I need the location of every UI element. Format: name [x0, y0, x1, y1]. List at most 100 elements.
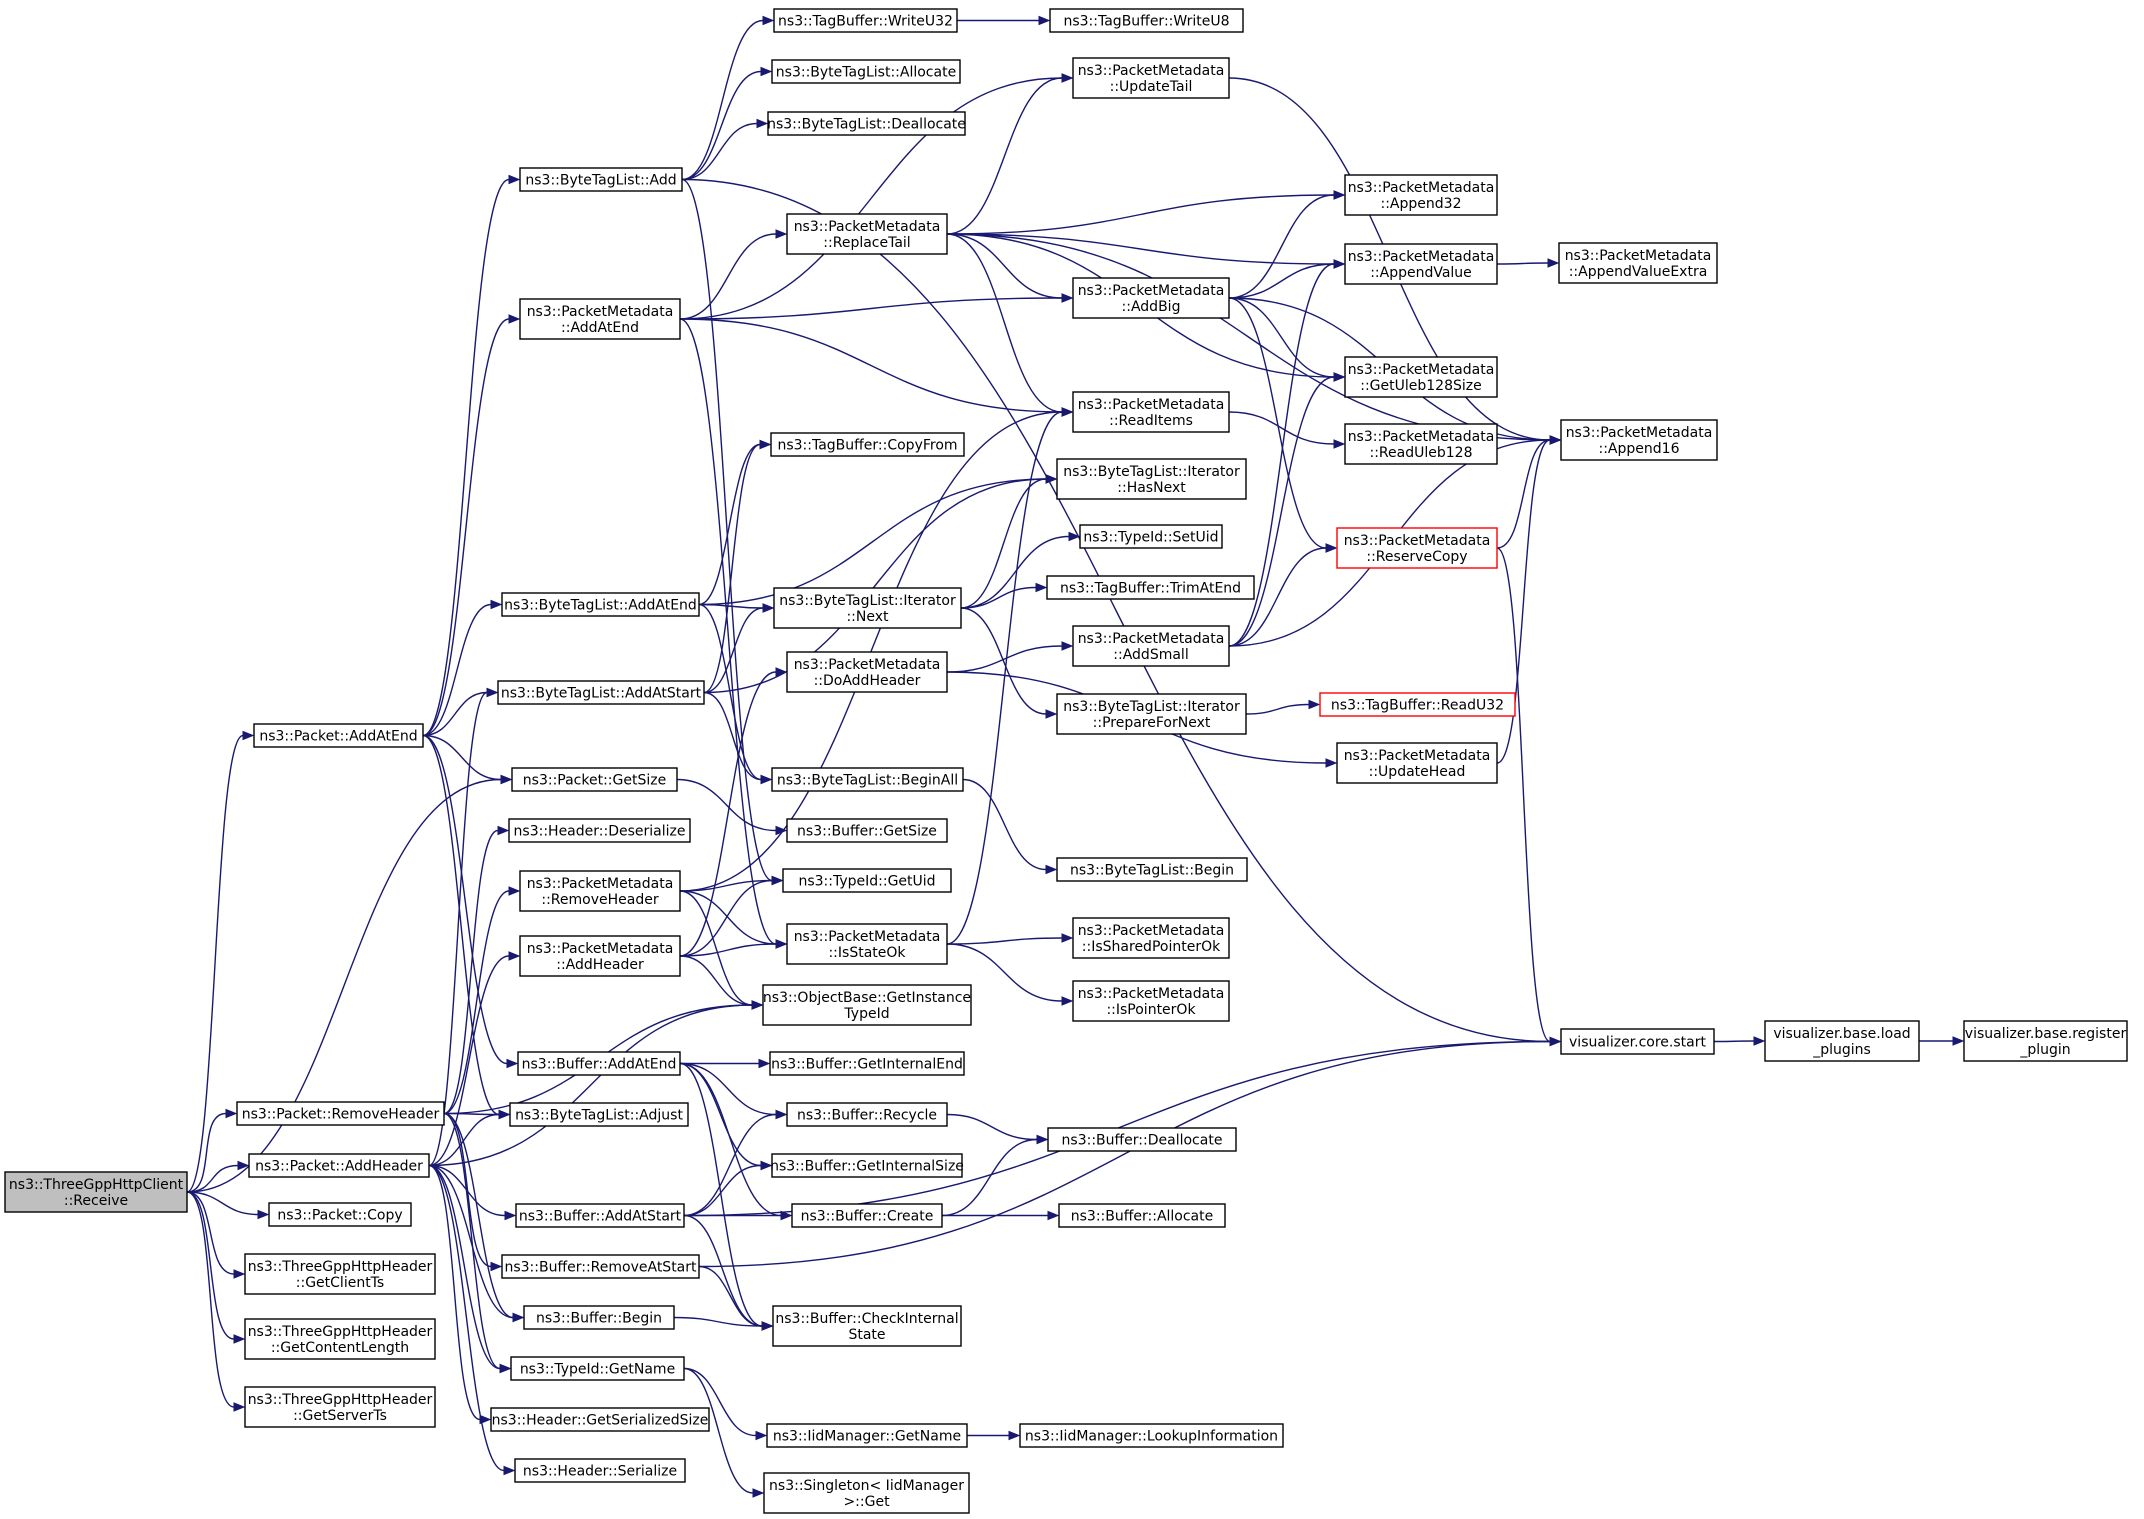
- node-pm-replacetail[interactable]: ns3::PacketMetadata::ReplaceTail: [786, 213, 948, 255]
- node-hdr-getserializedsize[interactable]: ns3::Header::GetSerializedSize: [490, 1407, 710, 1432]
- node-btli-next[interactable]: ns3::ByteTagList::Iterator::Next: [773, 587, 962, 629]
- edge-line: [443, 890, 510, 1115]
- node-buf-getsize[interactable]: ns3::Buffer::GetSize: [786, 818, 948, 843]
- node-hdr-serialize[interactable]: ns3::Header::Serialize: [514, 1458, 686, 1483]
- node-pm-doaddheader[interactable]: ns3::PacketMetadata::DoAddHeader: [786, 651, 948, 693]
- node-box: [770, 432, 965, 457]
- node-tb-writeu32[interactable]: ns3::TagBuffer::WriteU32: [773, 8, 958, 33]
- node-box: [248, 1153, 430, 1178]
- node-pkt-addheader[interactable]: ns3::Packet::AddHeader: [248, 1153, 430, 1178]
- node-hdr-deserialize[interactable]: ns3::Header::Deserialize: [508, 818, 691, 843]
- node-pm-addsmall[interactable]: ns3::PacketMetadata::AddSmall: [1072, 625, 1230, 667]
- node-tid-getuid[interactable]: ns3::TypeId::GetUid: [782, 868, 952, 893]
- node-buf-getinternalsize[interactable]: ns3::Buffer::GetInternalSize: [770, 1153, 964, 1178]
- edge-line: [703, 607, 764, 694]
- node-buf-addatstart[interactable]: ns3::Buffer::AddAtStart: [515, 1203, 685, 1228]
- edge-btl-addatstart-to-tb-copyfrom: [703, 439, 772, 694]
- node-pm-updatetail[interactable]: ns3::PacketMetadata::UpdateTail: [1072, 57, 1230, 99]
- node-tid-setuid[interactable]: ns3::TypeId::SetUid: [1079, 524, 1223, 549]
- node-label: ns3::ThreeGppHttpClient: [9, 1177, 184, 1193]
- node-box: [510, 1356, 685, 1381]
- node-buf-removeatstart[interactable]: ns3::Buffer::RemoveAtStart: [501, 1254, 700, 1279]
- edge-line: [679, 879, 773, 892]
- edge-line: [679, 318, 1063, 413]
- node-label: TypeId: [843, 1006, 889, 1022]
- node-singleton-get[interactable]: ns3::Singleton< IidManager>::Get: [763, 1472, 970, 1514]
- node-iid-getname[interactable]: ns3::IidManager::GetName: [766, 1423, 968, 1448]
- node-pkt-removeheader[interactable]: ns3::Packet::RemoveHeader: [236, 1101, 445, 1126]
- node-vis-core-start[interactable]: visualizer.core.start: [1560, 1028, 1715, 1055]
- node-buf-deallocate[interactable]: ns3::Buffer::Deallocate: [1047, 1127, 1237, 1152]
- node-pm-readuleb128[interactable]: ns3::PacketMetadata::ReadUleb128: [1344, 423, 1498, 465]
- node-pm-isstateok[interactable]: ns3::PacketMetadata::IsStateOk: [786, 923, 948, 965]
- node-tb-readu32[interactable]: ns3::TagBuffer::ReadU32: [1319, 692, 1516, 717]
- node-buf-allocate[interactable]: ns3::Buffer::Allocate: [1058, 1203, 1226, 1228]
- node-btl-addatend[interactable]: ns3::ByteTagList::AddAtEnd: [501, 592, 700, 617]
- node-pm-updatehead[interactable]: ns3::PacketMetadata::UpdateHead: [1336, 742, 1498, 784]
- node-btl-allocate[interactable]: ns3::ByteTagList::Allocate: [771, 59, 961, 84]
- node-pkt-addatend[interactable]: ns3::Packet::AddAtEnd: [253, 723, 424, 748]
- node-pm-reservecopy[interactable]: ns3::PacketMetadata::ReserveCopy: [1336, 527, 1498, 569]
- node-btl-addatstart[interactable]: ns3::ByteTagList::AddAtStart: [497, 680, 705, 705]
- node-vis-base-register[interactable]: visualizer.base.register_plugin: [1963, 1020, 2128, 1062]
- node-vis-base-load[interactable]: visualizer.base.load_plugins: [1764, 1020, 1920, 1062]
- edge-arrowhead: [499, 1363, 512, 1374]
- node-pm-readitems[interactable]: ns3::PacketMetadata::ReadItems: [1072, 391, 1230, 433]
- node-root[interactable]: ns3::ThreeGppHttpClient::Receive: [4, 1171, 188, 1213]
- node-label: visualizer.core.start: [1569, 1035, 1706, 1051]
- edge-pm-addheader-to-pm-doaddheader: [679, 667, 788, 957]
- edge-line: [186, 1112, 227, 1193]
- node-buf-addatend[interactable]: ns3::Buffer::AddAtEnd: [517, 1051, 681, 1076]
- node-pm-issharedpointerok[interactable]: ns3::PacketMetadata::IsSharedPointerOk: [1072, 917, 1230, 959]
- node-box: [791, 1203, 943, 1228]
- node-pm-removeheader[interactable]: ns3::PacketMetadata::RemoveHeader: [519, 870, 681, 912]
- node-label: ns3::ByteTagList::Deallocate: [767, 117, 966, 133]
- node-iid-lookupinformation[interactable]: ns3::IidManager::LookupInformation: [1019, 1423, 1284, 1448]
- node-btl-deallocate[interactable]: ns3::ByteTagList::Deallocate: [767, 111, 966, 136]
- node-btl-adjust[interactable]: ns3::ByteTagList::Adjust: [509, 1102, 689, 1127]
- node-pkt-copy[interactable]: ns3::Packet::Copy: [268, 1202, 412, 1227]
- node-pm-ispointerok[interactable]: ns3::PacketMetadata::IsPointerOk: [1072, 980, 1230, 1022]
- edge-btli-next-to-btli-prepare: [960, 607, 1058, 719]
- node-label: ns3::Singleton< IidManager: [769, 1478, 964, 1494]
- node-pm-addheader[interactable]: ns3::PacketMetadata::AddHeader: [519, 935, 681, 977]
- node-pm-append16[interactable]: ns3::PacketMetadata::Append16: [1560, 419, 1718, 461]
- node-tb-trimatend[interactable]: ns3::TagBuffer::TrimAtEnd: [1046, 575, 1255, 600]
- node-buf-getinternalend[interactable]: ns3::Buffer::GetInternalEnd: [769, 1051, 965, 1076]
- node-pm-addbig[interactable]: ns3::PacketMetadata::AddBig: [1072, 277, 1230, 319]
- node-label: ns3::PacketMetadata: [1348, 180, 1495, 196]
- edge-arrowhead: [508, 886, 521, 896]
- node-tid-getname[interactable]: ns3::TypeId::GetName: [510, 1356, 685, 1381]
- node-btl-begin[interactable]: ns3::ByteTagList::Begin: [1056, 857, 1248, 882]
- edge-line: [703, 478, 1047, 694]
- node-label: ::ReserveCopy: [1366, 549, 1467, 565]
- node-btli-hasnext[interactable]: ns3::ByteTagList::Iterator::HasNext: [1056, 458, 1247, 500]
- edge-pm-addheader-to-pm-isstateok: [679, 939, 788, 957]
- node-label: ::GetServerTs: [293, 1408, 387, 1424]
- node-pm-appendvalue[interactable]: ns3::PacketMetadata::AppendValue: [1344, 243, 1498, 285]
- node-pkt-getsize[interactable]: ns3::Packet::GetSize: [511, 767, 678, 792]
- node-box: [1560, 1028, 1715, 1055]
- node-pm-addatend[interactable]: ns3::PacketMetadata::AddAtEnd: [519, 298, 681, 340]
- node-buf-create[interactable]: ns3::Buffer::Create: [791, 1203, 943, 1228]
- edge-line: [1496, 439, 1551, 549]
- edge-line: [1228, 547, 1327, 647]
- edge-arrowhead: [760, 66, 773, 77]
- node-hdr-serverts[interactable]: ns3::ThreeGppHttpHeader::GetServerTs: [244, 1386, 436, 1428]
- node-hdr-clientts[interactable]: ns3::ThreeGppHttpHeader::GetClientTs: [244, 1253, 436, 1295]
- node-btli-prepare[interactable]: ns3::ByteTagList::Iterator::PrepareForNe…: [1056, 693, 1247, 735]
- node-tb-copyfrom[interactable]: ns3::TagBuffer::CopyFrom: [770, 432, 965, 457]
- node-tb-writeu8[interactable]: ns3::TagBuffer::WriteU8: [1049, 8, 1244, 33]
- node-buf-recycle[interactable]: ns3::Buffer::Recycle: [786, 1102, 948, 1127]
- node-buf-begin[interactable]: ns3::Buffer::Begin: [523, 1305, 675, 1330]
- node-hdr-contentlength[interactable]: ns3::ThreeGppHttpHeader::GetContentLengt…: [244, 1318, 436, 1360]
- edge-line: [1228, 297, 1327, 549]
- node-btl-add[interactable]: ns3::ByteTagList::Add: [519, 167, 683, 192]
- node-btl-beginall[interactable]: ns3::ByteTagList::BeginAll: [771, 767, 964, 792]
- node-pm-append32[interactable]: ns3::PacketMetadata::Append32: [1344, 174, 1498, 216]
- node-label: ::DoAddHeader: [814, 673, 921, 689]
- node-pm-getuleb128size[interactable]: ns3::PacketMetadata::GetUleb128Size: [1344, 356, 1498, 398]
- node-pm-appendvalueextra[interactable]: ns3::PacketMetadata::AppendValueExtra: [1558, 242, 1718, 284]
